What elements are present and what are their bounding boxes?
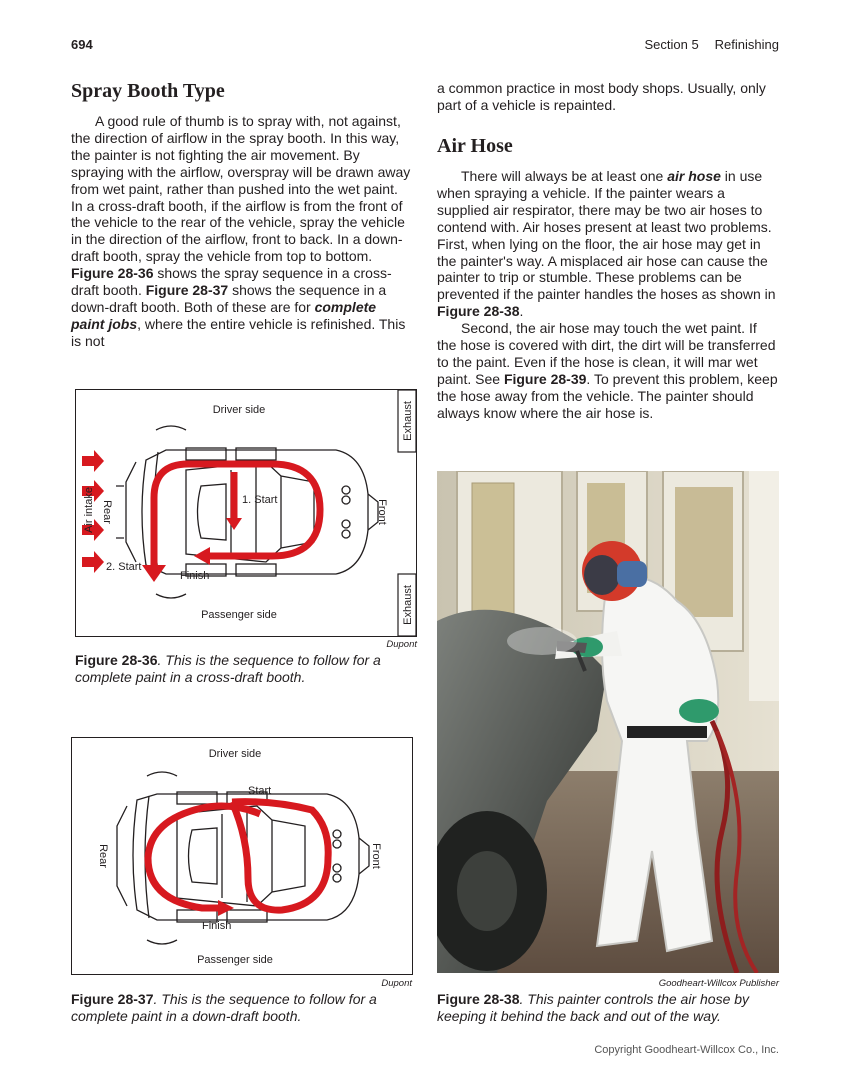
figure-37-credit: Dupont	[381, 978, 412, 989]
continued-paragraph: a common practice in most body shops. Us…	[437, 80, 779, 114]
figure-28-36-diagram: Driver side Passenger side Exhaust Exhau…	[75, 389, 417, 637]
text-run: shows the sequence in a down-draft booth…	[71, 282, 387, 315]
air-intake-label: Air intake	[83, 487, 95, 533]
caption-label: Figure 28-37	[71, 991, 154, 1007]
car-top-view	[116, 425, 379, 599]
chapter-label: Refinishing	[714, 37, 779, 52]
text-run: in use when spraying a vehicle. If the p…	[437, 168, 776, 303]
caption-label: Figure 28-38	[437, 991, 520, 1007]
passenger-side-label: Passenger side	[197, 954, 273, 966]
figure-ref[interactable]: Figure 28-39	[503, 370, 587, 387]
figure-ref[interactable]: Figure 28-36	[71, 265, 154, 282]
rear-label: Rear	[101, 500, 113, 524]
air-hose-paragraphs: There will always be at least one air ho…	[437, 168, 779, 422]
page-number: 694	[71, 37, 93, 52]
front-label: Front	[370, 843, 382, 869]
figure-ref[interactable]: Figure 28-37	[145, 282, 229, 299]
heading-air-hose: Air Hose	[437, 135, 513, 157]
caption-label: Figure 28-36	[75, 652, 158, 668]
figure-36-caption: Figure 28-36. This is the sequence to fo…	[75, 652, 415, 686]
exhaust-box-bottom	[397, 573, 416, 636]
text-run: a common practice in most body shops. Us…	[437, 80, 766, 113]
arrow-down-1	[226, 518, 242, 530]
finish-label: Finish	[180, 570, 209, 582]
running-header: Section 5 Refinishing	[628, 37, 779, 52]
start-1-label: 1. Start	[242, 494, 277, 506]
figure-ref[interactable]: Figure 28-38	[437, 303, 520, 320]
arrow-finish	[218, 900, 234, 916]
exhaust-label-top: Exhaust	[402, 401, 414, 441]
text-run: There will always be at least one	[461, 168, 668, 184]
spray-path	[150, 460, 324, 565]
spray-path	[144, 798, 332, 914]
figure-38-credit: Goodheart-Willcox Publisher	[658, 978, 779, 989]
figure-38-caption: Figure 28-38. This painter controls the …	[437, 991, 779, 1025]
arrow-down-2	[142, 565, 166, 582]
text-run: , where the entire vehicle is refinished…	[71, 315, 406, 349]
text-run: shows the spray sequence in a cross-draf…	[71, 265, 392, 299]
caption-text: . This is the sequence to follow for a c…	[75, 652, 381, 685]
front-label: Front	[376, 499, 388, 525]
passenger-side-label: Passenger side	[201, 609, 277, 621]
key-term: complete paint jobs	[71, 298, 377, 332]
rear-label: Rear	[97, 844, 109, 868]
key-term: air hose	[667, 168, 721, 184]
copyright-notice: Copyright Goodheart-Willcox Co., Inc.	[594, 1044, 779, 1056]
finish-label: Finish	[202, 920, 231, 932]
arrow-left-finish	[194, 547, 210, 565]
text-run: .	[519, 303, 524, 320]
figure-28-37-diagram: Driver side Passenger side Rear Front St…	[71, 737, 413, 975]
airflow-arrows	[82, 450, 104, 573]
cross-draft-diagram: Driver side Passenger side Exhaust Exhau…	[82, 390, 416, 636]
exhaust-label-bottom: Exhaust	[402, 585, 414, 625]
caption-text: . This is the sequence to follow for a c…	[71, 991, 377, 1024]
down-draft-diagram: Driver side Passenger side Rear Front St…	[97, 748, 382, 966]
caption-text: . This painter controls the air hose by …	[437, 991, 750, 1024]
painter-photo-illustration	[437, 471, 779, 973]
driver-side-label: Driver side	[209, 748, 262, 760]
exhaust-box-top	[397, 390, 416, 453]
start-label: Start	[248, 785, 271, 797]
text-run: . To prevent this problem, keep the hose…	[437, 370, 778, 421]
driver-side-label: Driver side	[213, 404, 266, 416]
figure-28-38-photo	[437, 471, 779, 973]
start-2-label: 2. Start	[106, 561, 141, 573]
figure-36-credit: Dupont	[386, 639, 417, 650]
section-label: Section 5	[644, 37, 699, 52]
text-run: Second, the air hose may touch the wet p…	[437, 320, 776, 387]
figure-37-caption: Figure 28-37. This is the sequence to fo…	[71, 991, 413, 1025]
spray-booth-paragraph: A good rule of thumb is to spray with, n…	[71, 113, 413, 350]
text-run: A good rule of thumb is to spray with, n…	[71, 113, 411, 265]
heading-spray-booth-type: Spray Booth Type	[71, 80, 225, 102]
